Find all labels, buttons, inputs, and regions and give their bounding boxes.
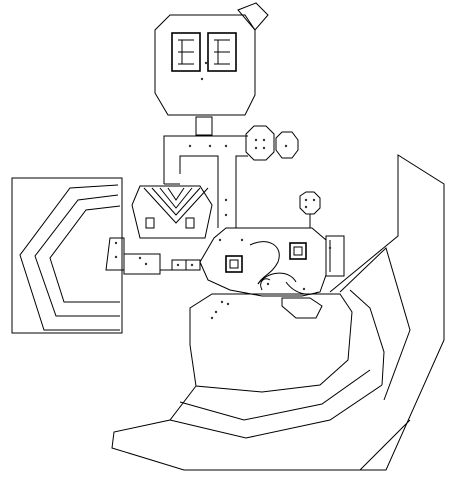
north-pillar-left [171, 32, 201, 72]
chevron-post-right [185, 217, 195, 229]
south-arena [111, 289, 411, 471]
thing-markers [114, 61, 332, 320]
north-pillar-right [207, 32, 237, 72]
north-hall [154, 2, 269, 136]
east-outer-ring [329, 154, 445, 471]
lift-pod [299, 191, 321, 228]
chevron-room [123, 185, 213, 275]
chevron-post-left [145, 217, 155, 229]
hub-east-door [325, 235, 345, 277]
hub-pillar-left [225, 255, 243, 273]
west-annex [11, 177, 125, 334]
north-corridor [163, 135, 248, 228]
east-alcove [245, 125, 299, 161]
hub-pillar-right [289, 242, 307, 260]
central-hub [199, 227, 345, 297]
hub-ramp [281, 297, 323, 319]
